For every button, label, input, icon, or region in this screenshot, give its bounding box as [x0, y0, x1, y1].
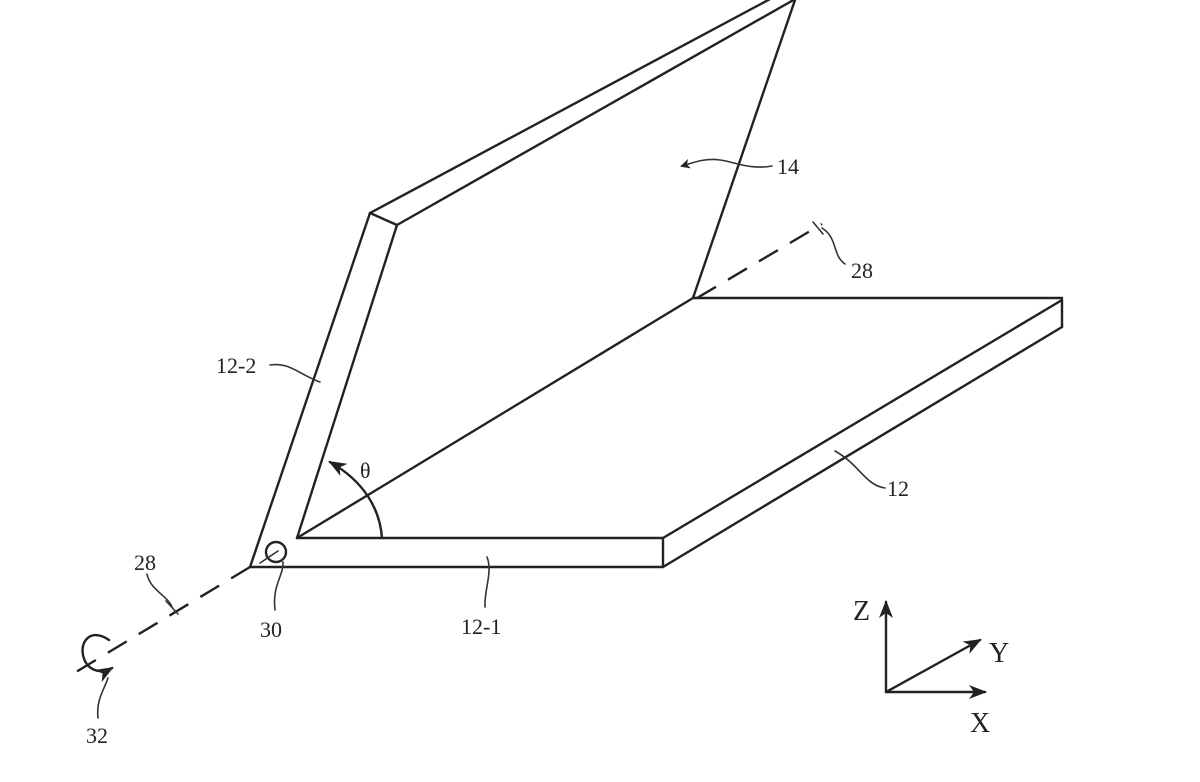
- leader-lines: [96, 158, 886, 719]
- lower-housing: [248, 296, 1064, 569]
- label-rotation: 32: [86, 723, 108, 748]
- label-axis-lower: 28: [134, 550, 156, 575]
- label-hinge: 30: [260, 617, 282, 642]
- label-upper-housing: 12-2: [216, 353, 256, 378]
- label-lower-housing: 12-1: [461, 614, 501, 639]
- upper-housing: [248, 0, 797, 569]
- hinge-icon: [259, 540, 288, 564]
- axis-label-z: Z: [853, 596, 870, 627]
- rotation-arrow-icon: [81, 633, 114, 683]
- label-angle: θ: [360, 458, 371, 483]
- label-housing: 12: [887, 476, 909, 501]
- axis-label-x: X: [970, 708, 990, 739]
- axis-label-y: Y: [989, 638, 1009, 669]
- coordinate-axes: [879, 600, 987, 699]
- label-axis-upper: 28: [851, 258, 873, 283]
- angle-arc: [328, 460, 384, 540]
- label-display: 14: [777, 154, 799, 179]
